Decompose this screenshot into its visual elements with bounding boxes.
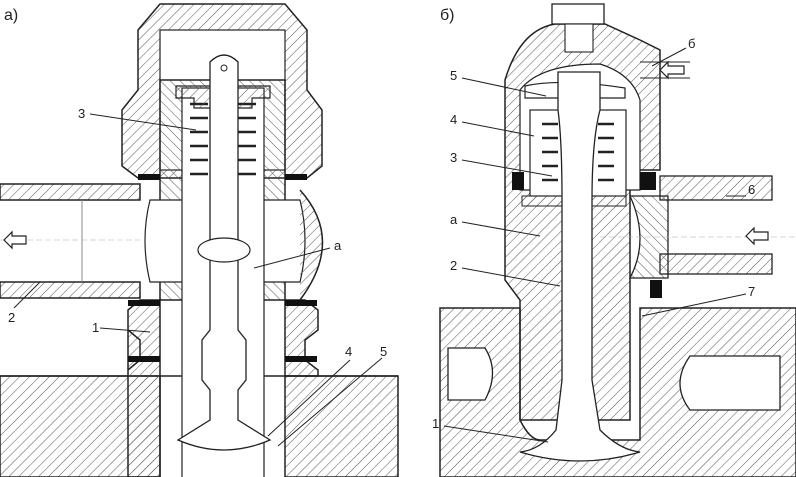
top-plug-b [551,3,605,25]
label-b-7: 7 [748,284,755,299]
label-b-2: 2 [450,258,457,273]
inlet-arrow-a [3,230,27,250]
cylinder-head-b [439,307,796,477]
label-a-5: 5 [380,344,387,359]
panel-b: б) 5 4 3 a 2 1 б 6 7 [432,3,796,477]
valve-stem-b [519,71,641,462]
inlet-pipe-a [0,183,141,299]
panel-a: а) 3 a 2 1 4 5 [0,3,399,477]
spring-b [542,122,614,182]
top-inlet-arrow-b [659,60,685,80]
label-b-1: 1 [432,416,439,431]
label-b-6: 6 [748,182,755,197]
label-a-3: 3 [78,106,85,121]
label-a-1: 1 [92,320,99,335]
label-b-4: 4 [450,112,457,127]
label-a-2: 2 [8,310,15,325]
label-b-b: б [688,36,695,51]
leaders-b [443,47,747,443]
seals-b [512,172,662,298]
panel-b-title: б) [440,7,455,24]
label-a-4: 4 [345,344,352,359]
label-b-a: a [450,212,458,227]
inlet-arrow-b [745,226,769,246]
seals-a [128,174,317,362]
label-a-a: a [334,238,342,253]
leaders-a [13,113,383,447]
inlet-pipe-b [600,175,796,279]
label-b-3: 3 [450,150,457,165]
panel-a-title: а) [4,7,18,24]
label-b-5: 5 [450,68,457,83]
